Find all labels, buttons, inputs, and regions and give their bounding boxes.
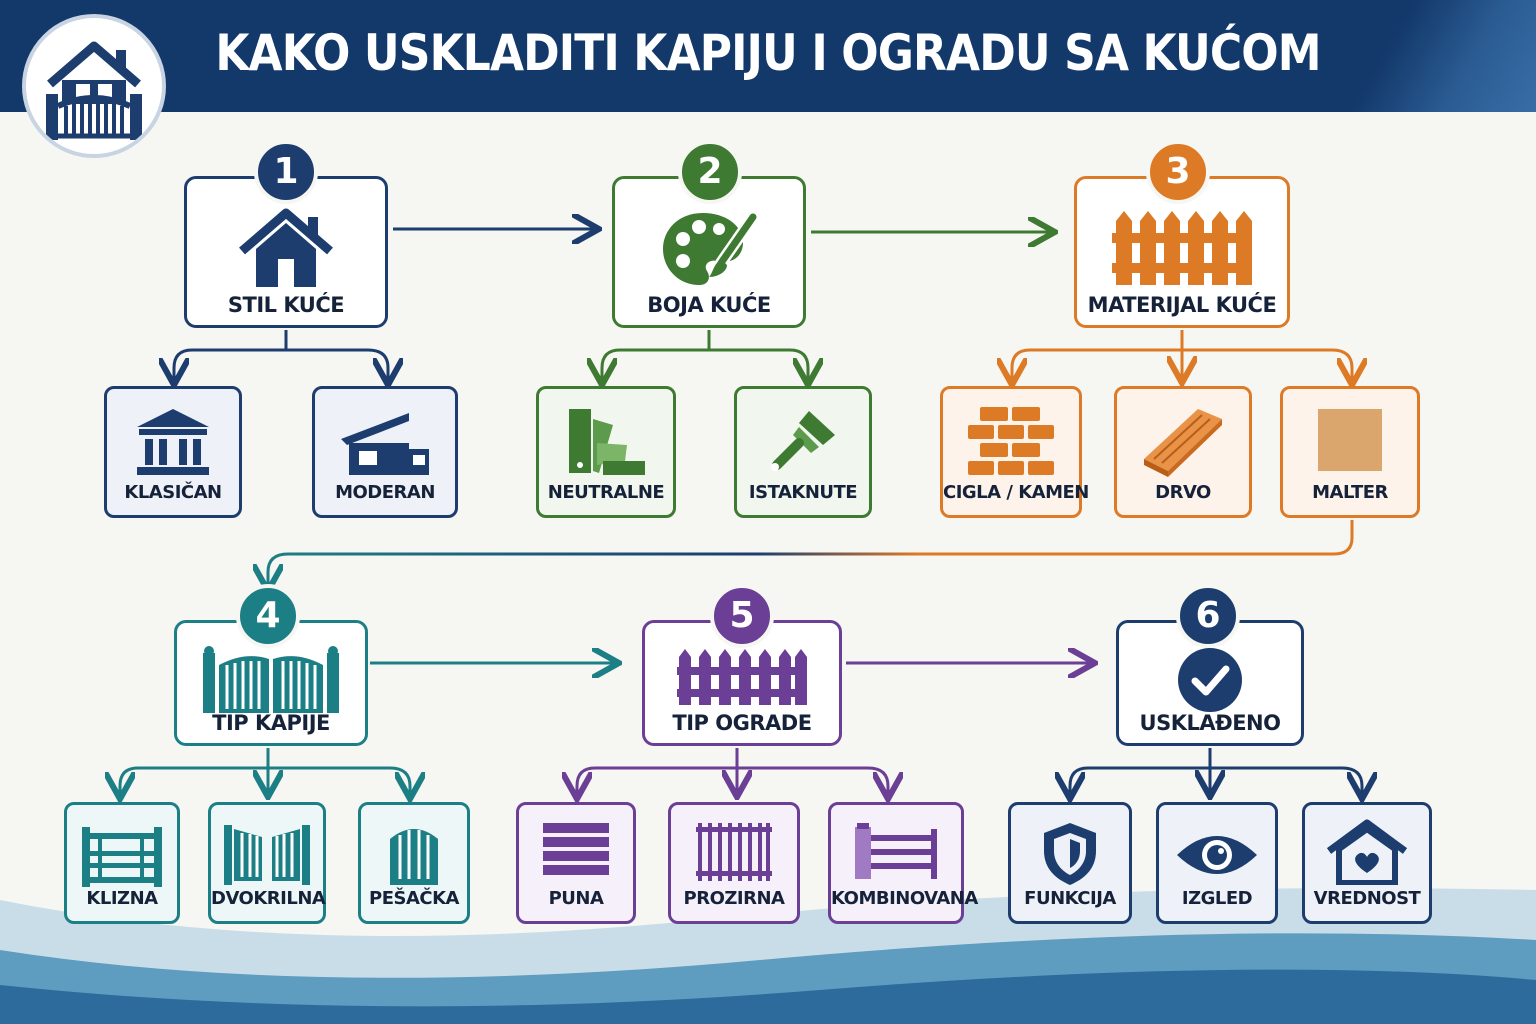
option-malter: MALTER (1280, 386, 1420, 518)
option-vrednost: VREDNOST (1302, 802, 1432, 924)
option-pesacka: PEŠAČKA (358, 802, 470, 924)
gate-icon (203, 646, 339, 713)
option-kombinovana-label: KOMBINOVANA (831, 888, 978, 909)
step-1-label: STIL KUĆE (227, 293, 345, 317)
option-kombinovana: KOMBINOVANA (828, 802, 978, 924)
option-funkcija-label: FUNKCIJA (1024, 888, 1116, 909)
fence-icon (677, 649, 807, 705)
option-klasican-label: KLASIČAN (124, 482, 222, 503)
option-cigla-kamen-label: CIGLA / KAMEN (943, 482, 1089, 503)
checkmark-circle-icon (1178, 648, 1242, 712)
step-2-badge: 2 (678, 140, 742, 204)
shield-icon (1044, 823, 1096, 885)
option-drvo-label: DRVO (1155, 482, 1211, 503)
paintbrush-icon (771, 411, 835, 471)
house-gate-logo-icon (22, 14, 166, 158)
option-funkcija: FUNKCIJA (1008, 802, 1132, 924)
eye-icon (1177, 836, 1257, 874)
solid-fence-icon (543, 823, 609, 875)
classical-building-icon (137, 409, 209, 475)
bottom-wave-decoration (0, 888, 1536, 1024)
pedestrian-gate-icon (390, 829, 438, 885)
option-moderan-label: MODERAN (335, 482, 435, 503)
option-prozirna: PROZIRNA (668, 802, 800, 924)
step-2-label: BOJA KUĆE (647, 293, 771, 317)
combined-fence-icon (855, 823, 937, 879)
header-bar: KAKO USKLADITI KAPIJU I OGRADU SA KUĆOM (0, 0, 1536, 112)
color-swatches-icon (569, 409, 645, 475)
step-3-label: MATERIJAL KUĆE (1087, 293, 1277, 317)
step-1-badge: 1 (254, 140, 318, 204)
brick-wall-icon (968, 407, 1054, 475)
option-puna-label: PUNA (548, 888, 604, 909)
step-6-badge: 6 (1176, 584, 1240, 648)
house-heart-icon (1326, 819, 1408, 885)
option-malter-label: MALTER (1312, 482, 1388, 503)
palette-icon (663, 211, 759, 285)
option-drvo: DRVO (1114, 386, 1252, 518)
option-izgled: IZGLED (1156, 802, 1278, 924)
step-5-label: TIP OGRADE (672, 711, 812, 735)
option-puna: PUNA (516, 802, 636, 924)
option-istaknute-label: ISTAKNUTE (748, 482, 858, 503)
step-4-badge: 4 (236, 584, 300, 648)
railing-fence-icon (696, 823, 772, 881)
step-4-label: TIP KAPIJE (212, 711, 330, 735)
option-dvokrilna: DVOKRILNA (208, 802, 326, 924)
step-3-badge: 3 (1146, 140, 1210, 204)
option-vrednost-label: VREDNOST (1313, 888, 1421, 909)
option-klizna-label: KLIZNA (86, 888, 158, 909)
step-5-badge: 5 (710, 584, 774, 648)
option-istaknute: ISTAKNUTE (734, 386, 872, 518)
option-neutralne: NEUTRALNE (536, 386, 676, 518)
double-gate-icon (224, 825, 310, 885)
wood-plank-icon (1144, 409, 1222, 477)
option-izgled-label: IZGLED (1181, 888, 1253, 909)
option-klizna: KLIZNA (64, 802, 180, 924)
option-prozirna-label: PROZIRNA (683, 888, 785, 909)
option-klasican: KLASIČAN (104, 386, 242, 518)
page-title: KAKO USKLADITI KAPIJU I OGRADU SA KUĆOM (215, 24, 1321, 82)
option-pesacka-label: PEŠAČKA (369, 888, 459, 909)
option-neutralne-label: NEUTRALNE (547, 482, 665, 503)
house-icon (239, 208, 333, 287)
header-accent-stripe (1316, 0, 1536, 112)
modern-house-icon (341, 413, 429, 475)
picket-fence-icon (1112, 211, 1252, 285)
step-6-label: USKLAĐENO (1139, 711, 1281, 735)
option-dvokrilna-label: DVOKRILNA (211, 888, 326, 909)
option-cigla-kamen: CIGLA / KAMEN (940, 386, 1089, 518)
plaster-square-icon (1318, 409, 1382, 471)
option-moderan: MODERAN (312, 386, 458, 518)
sliding-gate-icon (82, 827, 162, 887)
